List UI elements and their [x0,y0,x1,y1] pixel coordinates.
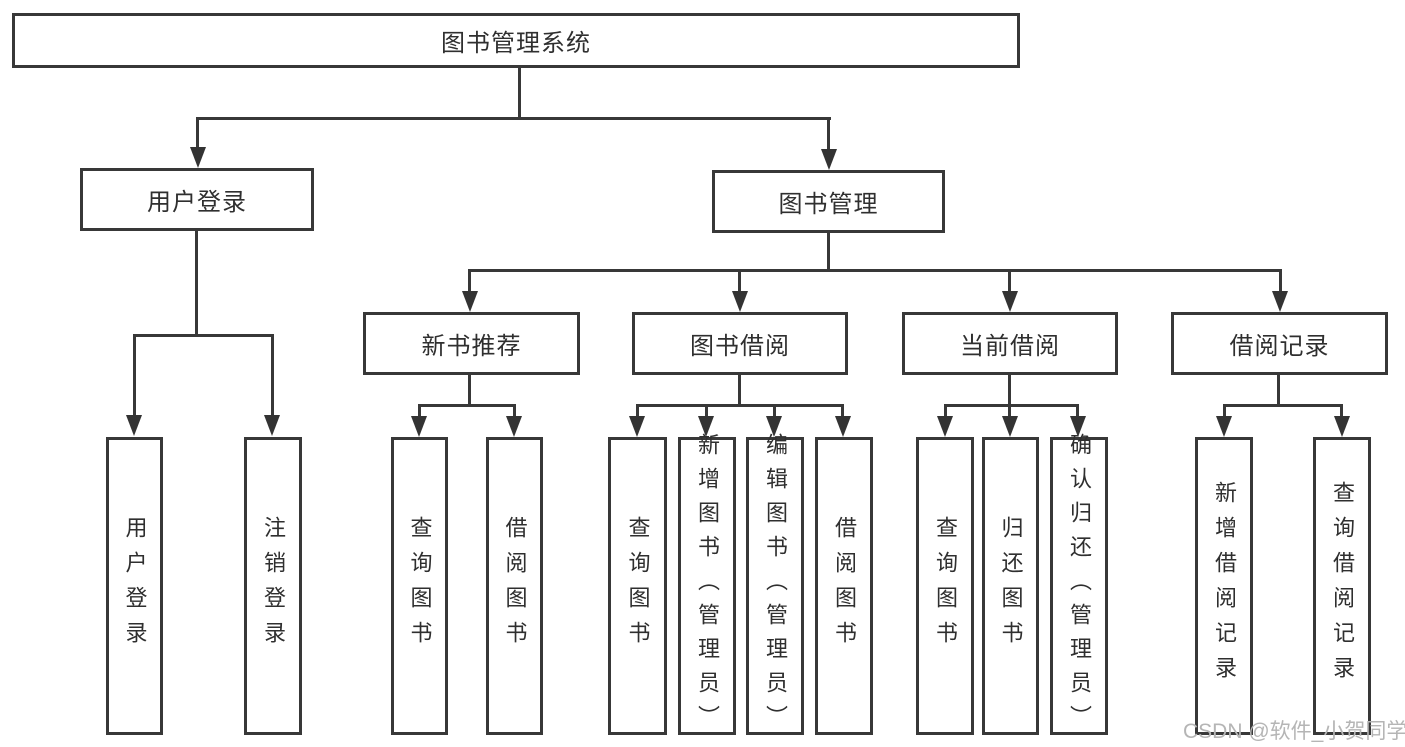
leaf-query-borrow-record-label: 查询借阅记录 [1330,481,1355,691]
connector-group1-horizontal [636,404,844,407]
connector-group2-horizontal [944,404,1079,407]
leaf-query-borrow-record: 查询借阅记录 [1313,437,1371,735]
leaf-borrow-books-2-label: 借阅图书 [832,516,857,656]
node-user-login: 用户登录 [80,168,314,231]
connector-group2-stem-1 [1008,404,1011,418]
connector-group1-stem-3 [841,404,844,418]
leaf-return-books: 归还图书 [982,437,1039,735]
leaf-query-books-3: 查询图书 [916,437,974,735]
leaf-borrow-books-1: 借阅图书 [486,437,543,735]
connector-root-trunk [518,68,521,119]
connector-group2-stem-2 [1076,404,1079,418]
connector-group1-stem-0 [636,404,639,418]
connector-group3-stem-1 [1340,404,1343,418]
arrow-group3-leaf-1 [1334,416,1350,437]
arrow-current-borrow [1002,291,1018,312]
connector-level3-horizontal [468,269,1282,272]
arrow-group2-leaf-2 [1070,416,1086,437]
connector-group3-horizontal [1223,404,1343,407]
leaf-add-borrow-record-label: 新增借阅记录 [1212,481,1237,691]
connector-group3-stem-0 [1223,404,1226,418]
leaf-add-borrow-record: 新增借阅记录 [1195,437,1253,735]
arrow-group0-leaf-0 [411,416,427,437]
connector-root-horizontal [196,117,831,120]
leaf-logout-label: 注销登录 [261,516,286,656]
node-borrow-record: 借阅记录 [1171,312,1388,375]
connector-stem-current-borrow [1008,269,1011,292]
leaf-edit-books-admin-label: 编辑图书（管理员） [763,433,788,739]
leaf-return-books-label: 归还图书 [998,516,1024,656]
arrow-group2-leaf-1 [1002,416,1018,437]
leaf-user-login: 用户登录 [106,437,163,735]
arrow-group0-leaf-1 [506,416,522,437]
arrow-book-mgmt [821,149,837,170]
connector-group1-trunk [738,374,741,407]
arrow-group1-leaf-3 [835,416,851,437]
connector-group0-stem-0 [418,404,421,418]
connector-stem-new-book [468,269,471,292]
leaf-edit-books-admin: 编辑图书（管理员） [746,433,804,739]
csdn-watermark: CSDN @软件_小贺同学 [1183,720,1405,743]
arrow-new-book [462,291,478,312]
leaf-query-books-3-label: 查询图书 [933,516,958,656]
node-book-borrow-label: 图书借阅 [690,333,790,360]
connector-group2-trunk [1008,374,1011,407]
connector-group0-stem-1 [513,404,516,418]
node-borrow-record-label: 借阅记录 [1229,333,1330,360]
connector-group3-trunk [1277,374,1280,407]
arrow-group1-leaf-0 [629,416,645,437]
arrow-group1-leaf-2 [766,416,782,437]
node-root: 图书管理系统 [12,13,1020,68]
arrow-borrow-record [1272,291,1288,312]
leaf-query-books-1: 查询图书 [391,437,448,735]
connector-group1-stem-2 [773,404,776,418]
leaf-add-books-admin-label: 新增图书（管理员） [695,433,720,739]
connector-stem-logout-leaf [271,334,274,416]
connector-group1-stem-1 [705,404,708,418]
leaf-confirm-return-admin-label: 确认归还（管理员） [1067,433,1092,739]
node-new-book-recommend-label: 新书推荐 [421,333,522,360]
leaf-add-books-admin: 新增图书（管理员） [678,433,736,739]
leaf-borrow-books-1-label: 借阅图书 [502,516,528,656]
connector-stem-borrow-record [1279,269,1282,292]
arrow-login-leaf [126,415,142,436]
arrow-user-login [190,147,206,168]
connector-stem-book-mgmt [827,117,830,152]
connector-stem-book-borrow [738,269,741,292]
connector-stem-login-leaf [133,334,136,416]
arrow-group1-leaf-1 [698,416,714,437]
arrow-book-borrow [732,291,748,312]
connector-group0-trunk [468,374,471,407]
connector-group2-stem-0 [944,404,947,418]
node-root-label: 图书管理系统 [441,30,591,57]
node-current-borrow-label: 当前借阅 [960,333,1060,360]
leaf-borrow-books-2: 借阅图书 [815,437,873,735]
connector-group0-horizontal [418,404,516,407]
node-book-borrow: 图书借阅 [632,312,848,375]
connector-user-login-trunk [195,231,198,337]
leaf-query-books-2-label: 查询图书 [625,516,651,656]
connector-user-login-horizontal [133,334,274,337]
connector-book-mgmt-trunk [827,233,830,272]
node-current-borrow: 当前借阅 [902,312,1118,375]
leaf-query-books-2: 查询图书 [608,437,667,735]
arrow-logout-leaf [264,415,280,436]
arrow-group3-leaf-0 [1216,416,1232,437]
node-book-management: 图书管理 [712,170,945,233]
leaf-user-login-label: 用户登录 [122,516,148,656]
node-user-login-label: 用户登录 [147,189,247,216]
leaf-query-books-1-label: 查询图书 [407,516,433,656]
arrow-group2-leaf-0 [937,416,953,437]
leaf-logout: 注销登录 [244,437,302,735]
node-new-book-recommend: 新书推荐 [363,312,580,375]
node-book-management-label: 图书管理 [778,191,879,218]
leaf-confirm-return-admin: 确认归还（管理员） [1050,433,1108,739]
connector-stem-user-login [196,117,199,150]
